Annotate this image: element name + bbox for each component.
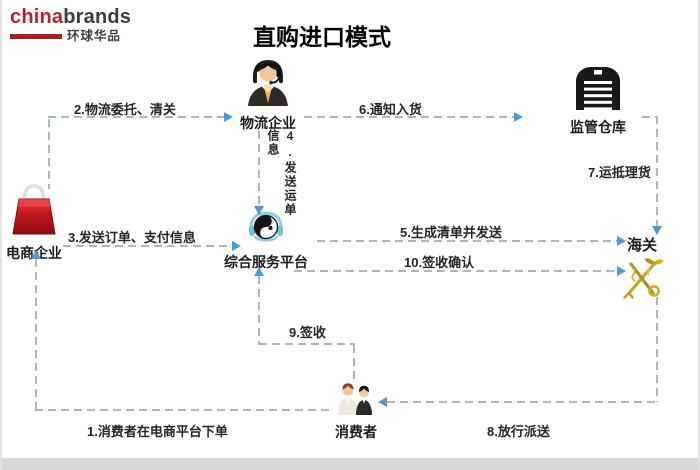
customs-emblem-icon xyxy=(620,258,664,304)
logo-underline-bar xyxy=(10,33,62,39)
brand-logo-brands: brands xyxy=(63,6,132,28)
flow4-line xyxy=(258,131,260,207)
node-consumer-label: 消费者 xyxy=(335,424,377,440)
flow9-arrowhead-up-icon xyxy=(254,267,264,276)
flow6-line xyxy=(304,116,514,118)
flow7-line-vertical xyxy=(656,116,658,226)
flow8-arrowhead-left-icon xyxy=(378,397,387,407)
node-logistics-label: 物流企业 xyxy=(240,115,296,131)
flow7-arrowhead-down-icon xyxy=(652,226,662,235)
node-customs: 海关 xyxy=(614,234,670,305)
flow5-arrowhead-right-icon xyxy=(617,236,626,246)
flow1-line-vertical xyxy=(35,259,37,410)
flow5-label: 5.生成清单并发送 xyxy=(400,225,502,240)
flow1-arrowhead-up-icon xyxy=(31,250,41,259)
flow9-line-vertical-lower xyxy=(353,345,355,383)
flow2-line-vertical xyxy=(48,119,50,189)
flow8-label: 8.放行派送 xyxy=(487,424,550,439)
consumers-icon xyxy=(334,383,378,419)
flow8-line-vertical xyxy=(656,297,658,402)
node-customs-label: 海关 xyxy=(626,237,657,254)
diagram-title: 直购进口模式 xyxy=(253,24,391,50)
flow6-label: 6.通知入货 xyxy=(359,102,422,117)
brand-logo-wordmark: chinabrands xyxy=(10,7,131,27)
flow4-label: 4.发送运单信息 xyxy=(266,129,297,217)
node-logistics: 物流企业 xyxy=(236,58,300,133)
node-platform-label: 综合服务平台 xyxy=(224,254,308,270)
flow7-line-horizontal xyxy=(642,116,658,118)
service-platform-icon xyxy=(248,211,284,249)
node-warehouse: 监管仓库 xyxy=(554,64,642,137)
flow2-line-horizontal xyxy=(48,116,224,118)
flow3-arrowhead-right-icon xyxy=(232,241,241,251)
brand-logo-subtitle: 环球华品 xyxy=(67,29,122,43)
flow9-label: 9.签收 xyxy=(289,325,326,340)
shopping-bag-icon xyxy=(11,184,57,240)
flow2-arrowhead-right-icon xyxy=(224,112,233,122)
brand-logo-china: china xyxy=(10,6,64,28)
bottom-gray-strip xyxy=(2,458,698,470)
flow7-label: 7.运抵理货 xyxy=(588,165,651,180)
support-agent-icon xyxy=(242,60,294,110)
flow5-line xyxy=(317,240,617,242)
node-platform: 综合服务平台 xyxy=(219,209,313,272)
warehouse-icon xyxy=(574,67,622,114)
flow8-line-horizontal xyxy=(387,401,658,403)
node-consumer: 消费者 xyxy=(324,382,388,442)
flow2-label: 2.物流委托、清关 xyxy=(74,102,176,117)
flow10-arrowhead-right-icon xyxy=(617,266,626,276)
flow9-line-vertical-upper xyxy=(258,276,260,345)
flow3-label: 3.发送订单、支付信息 xyxy=(68,230,196,245)
flow1-line-horizontal xyxy=(35,409,332,411)
flow4-arrowhead-down-icon xyxy=(254,206,264,215)
flow10-line xyxy=(294,270,617,272)
flow6-arrowhead-right-icon xyxy=(514,112,523,122)
flow3-line xyxy=(63,245,232,247)
flow1-label: 1.消费者在电商平台下单 xyxy=(87,424,228,439)
brand-logo: chinabrands 环球华品 xyxy=(10,7,131,43)
node-warehouse-label: 监管仓库 xyxy=(570,119,626,135)
flow9-line-horizontal xyxy=(259,343,355,345)
flow10-label: 10.签收确认 xyxy=(404,255,475,270)
